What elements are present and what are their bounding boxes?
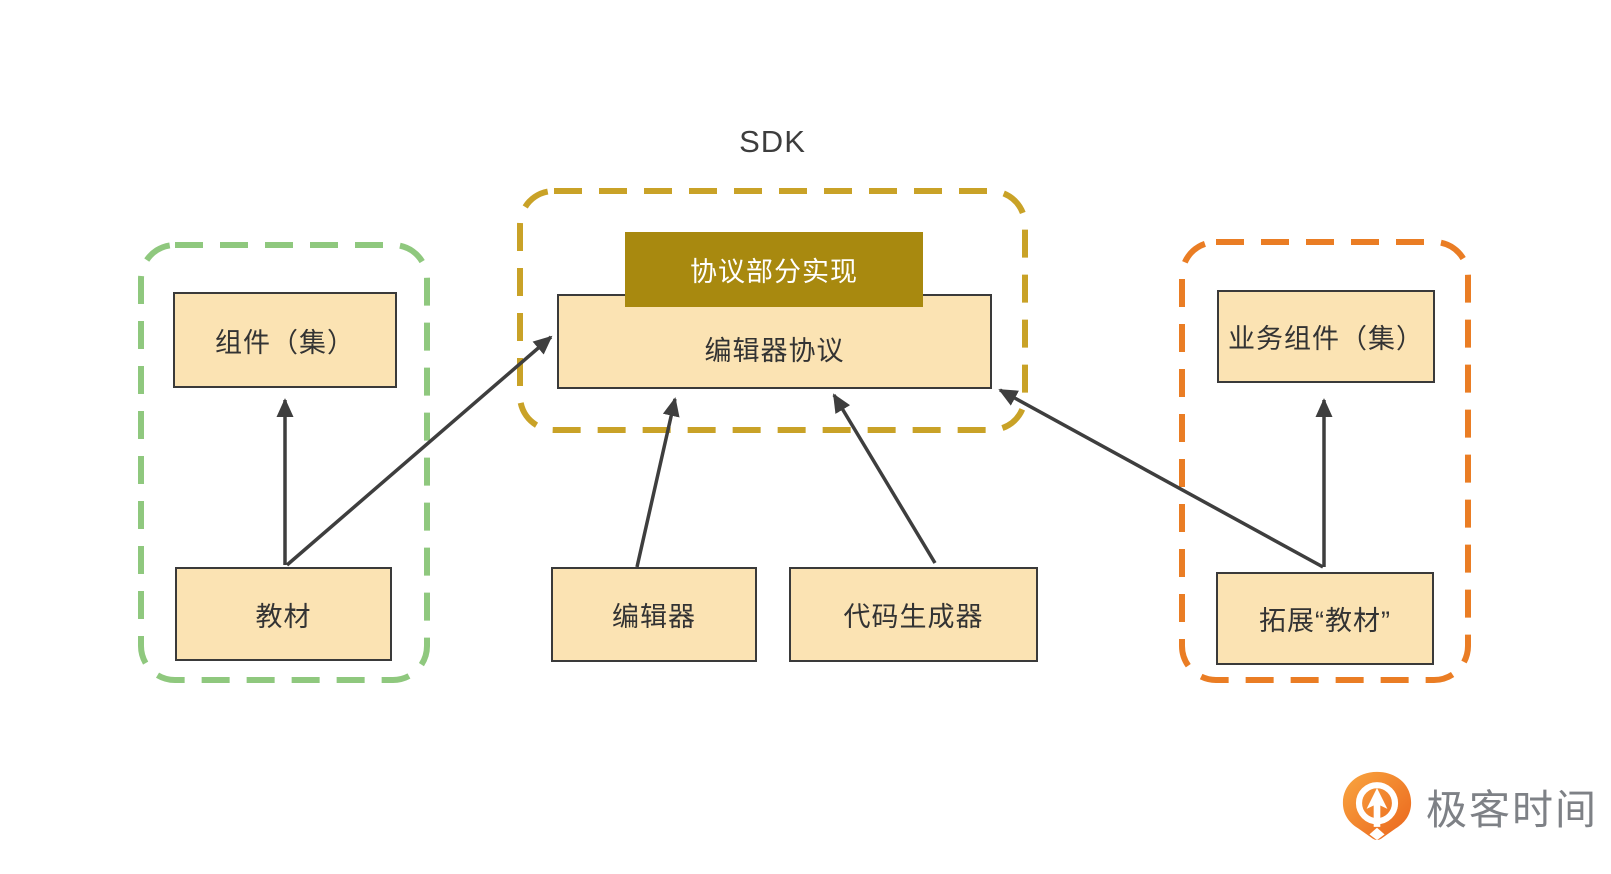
geektime-logo-text: 极客时间 <box>1426 787 1598 833</box>
node-code-generator: 代码生成器 <box>789 567 1038 662</box>
arrow-editor-to-editor-protocol <box>635 397 680 568</box>
left-group-border <box>138 242 430 683</box>
node-xieyi-impl: 协议部分实现 <box>625 232 923 307</box>
node-editor-protocol: 编辑器协议 <box>557 294 992 389</box>
node-biz-zujian: 业务组件（集） <box>1217 290 1435 383</box>
node-editor: 编辑器 <box>551 567 757 662</box>
arrow-jiaocai-to-editor-protocol <box>285 335 553 567</box>
geektime-logo: 极客时间 <box>1340 770 1598 842</box>
node-jiaocai: 教材 <box>175 567 392 661</box>
sdk-group-title: SDK <box>739 124 806 159</box>
geektime-logo-icon <box>1342 771 1412 841</box>
arrow-tuozhan-to-editor-protocol <box>998 388 1324 569</box>
node-tuozhan-jiaocai: 拓展“教材” <box>1216 572 1434 665</box>
arrow-codegen-to-editor-protocol <box>832 393 937 564</box>
node-zujian: 组件（集） <box>173 292 397 388</box>
right-group-border <box>1179 239 1471 683</box>
